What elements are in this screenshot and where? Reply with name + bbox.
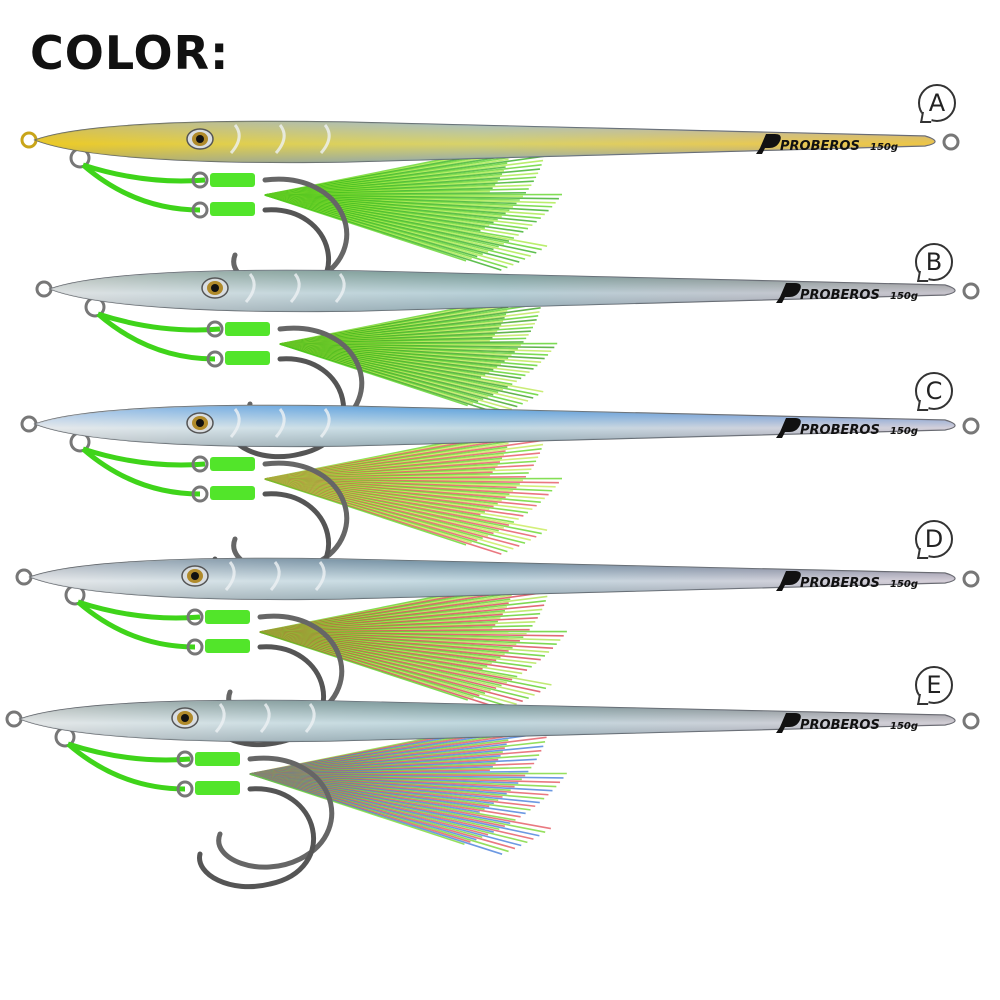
lure-body: PROBEROS 150g: [20, 120, 960, 164]
assist-cords: [69, 431, 255, 503]
lure-d: PROBEROS 150g: [15, 557, 980, 748]
brand-weight: 150g: [890, 291, 918, 302]
brand-name: PROBEROS: [800, 576, 880, 591]
variant-badge-b: B: [915, 243, 953, 281]
lure-b: PROBEROS 150g: [35, 269, 980, 460]
assist-cords: [54, 726, 240, 798]
variant-badge-c: C: [915, 372, 953, 410]
brand-logo: [776, 571, 801, 591]
lure-tail: [279, 294, 558, 415]
brand-weight: 150g: [890, 426, 918, 437]
lure-e: PROBEROS 150g: [5, 699, 980, 890]
lure-eye: [171, 707, 199, 729]
variant-letter: A: [928, 89, 946, 117]
brand-logo: [756, 134, 781, 154]
lure-body: PROBEROS 150g: [35, 269, 980, 313]
variant-letter: D: [924, 525, 944, 553]
lure-a: PROBEROS 150g: [20, 120, 960, 311]
brand-weight: 150g: [890, 721, 918, 732]
lure-eye: [186, 412, 214, 434]
variant-letter: B: [925, 248, 943, 276]
brand-name: PROBEROS: [800, 423, 880, 438]
lure-body: PROBEROS 150g: [5, 699, 980, 743]
hooks: [197, 755, 335, 890]
assist-cords: [64, 584, 250, 656]
lure-body: PROBEROS 150g: [20, 404, 980, 448]
brand-weight: 150g: [890, 579, 918, 590]
lure-eye: [186, 128, 214, 150]
variant-letter: E: [926, 671, 942, 699]
brand-logo: [776, 283, 801, 303]
variant-badge-e: E: [915, 666, 953, 704]
lure-body: PROBEROS 150g: [15, 557, 980, 601]
variant-letter: C: [925, 377, 943, 405]
lure-eye: [201, 277, 229, 299]
brand-logo: [776, 418, 801, 438]
color-heading: COLOR:: [30, 26, 230, 80]
brand-name: PROBEROS: [800, 288, 880, 303]
lure-tail: [264, 142, 563, 271]
brand-weight: 150g: [870, 142, 898, 153]
brand-name: PROBEROS: [780, 139, 860, 154]
lure-eye: [181, 565, 209, 587]
variant-badge-a: A: [918, 84, 956, 122]
variant-badge-d: D: [915, 520, 953, 558]
brand-name: PROBEROS: [800, 718, 880, 733]
assist-cords: [69, 147, 255, 219]
brand-logo: [776, 713, 801, 733]
